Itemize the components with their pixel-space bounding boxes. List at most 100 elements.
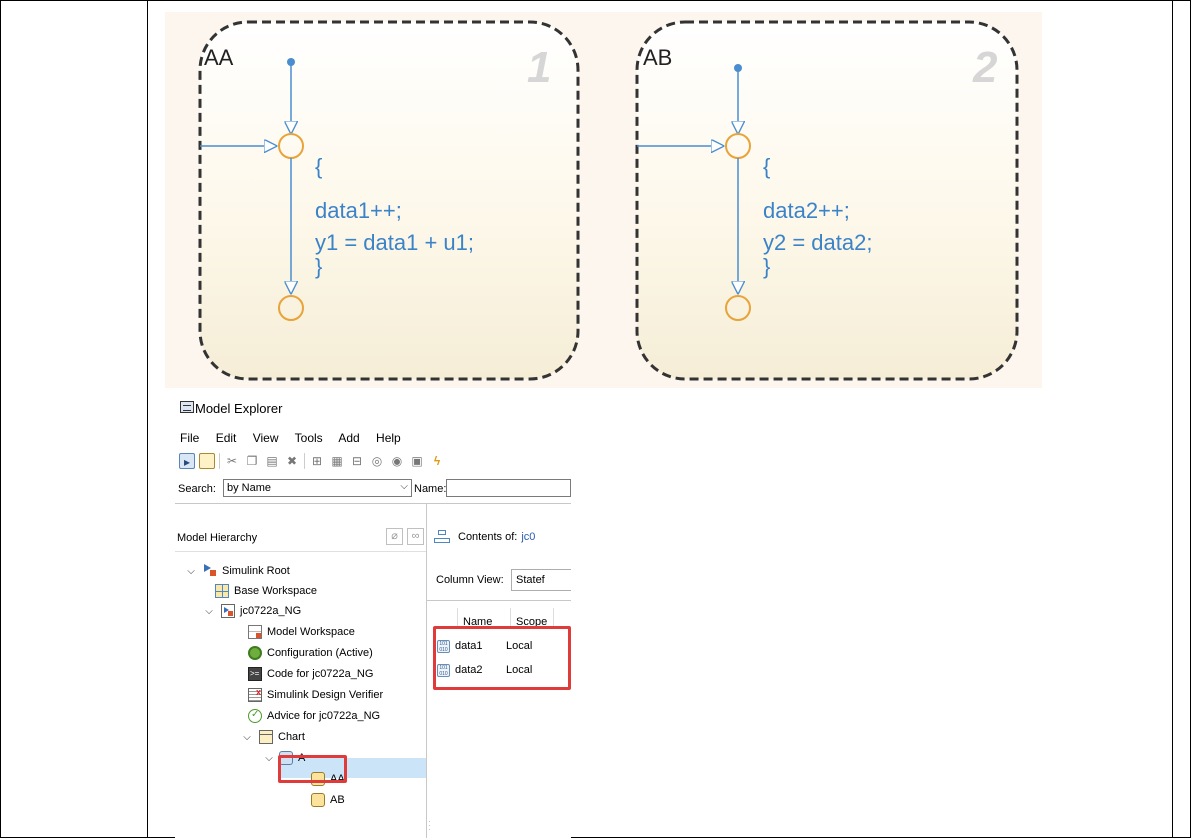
transition-action-aa-open: { bbox=[315, 154, 322, 179]
tree-item-configuration[interactable]: Configuration (Active) bbox=[248, 643, 373, 663]
configuration-gear-icon bbox=[248, 646, 262, 660]
column-divider bbox=[510, 608, 511, 628]
tree-item-label: AB bbox=[330, 794, 345, 806]
chevron-down-icon[interactable]: ⌵ bbox=[265, 752, 273, 764]
paste-icon[interactable]: ▤ bbox=[266, 454, 278, 468]
row-scope: Local bbox=[506, 640, 533, 652]
model-workspace-icon bbox=[248, 625, 262, 639]
tree-item-advice[interactable]: Advice for jc0722a_NG bbox=[248, 706, 380, 726]
highlight-box-state-a bbox=[278, 755, 347, 783]
tree-item-label: Chart bbox=[278, 731, 305, 743]
advice-check-icon bbox=[248, 709, 262, 723]
tree-item-label: Model Workspace bbox=[267, 626, 355, 638]
state-aa[interactable]: AA 1 { data1++; y1 = data1 + u1; } bbox=[198, 20, 580, 381]
tree-item-label: jc0722a_NG bbox=[240, 605, 302, 617]
column-header-scope[interactable]: Scope bbox=[516, 616, 548, 628]
model-explorer-window: Model Explorer File Edit View Tools Add … bbox=[175, 388, 571, 838]
model-explorer-icon bbox=[180, 401, 194, 413]
menu-view[interactable]: View bbox=[252, 431, 279, 445]
column-header-name[interactable]: Name bbox=[463, 616, 493, 628]
tree-item-model-workspace[interactable]: Model Workspace bbox=[248, 622, 355, 642]
delete-icon[interactable]: ✖ bbox=[286, 454, 298, 468]
model-hierarchy-heading: Model Hierarchy bbox=[177, 532, 258, 544]
link-icon[interactable]: ⌀ bbox=[386, 528, 403, 545]
highlight-box-data-rows bbox=[433, 626, 571, 690]
design-verifier-icon bbox=[248, 687, 262, 702]
tree-item-label: Simulink Root bbox=[222, 565, 290, 577]
simulink-root-icon bbox=[203, 564, 217, 578]
state-ab-name: AB bbox=[643, 45, 672, 70]
code-icon bbox=[248, 667, 262, 681]
chevron-down-icon[interactable]: ⌵ bbox=[243, 731, 251, 743]
row-name: data1 bbox=[455, 640, 483, 652]
lightning-icon[interactable]: ϟ bbox=[433, 454, 441, 468]
column-divider bbox=[457, 608, 458, 628]
copy-icon[interactable]: ❐ bbox=[246, 454, 258, 468]
transition-action-ab-open: { bbox=[763, 154, 770, 179]
column-divider bbox=[553, 608, 554, 628]
tree-item-base-workspace[interactable]: Base Workspace bbox=[203, 581, 317, 601]
junction-bottom-aa[interactable] bbox=[278, 295, 304, 321]
name-search-input[interactable] bbox=[446, 479, 571, 497]
menu-bar: File Edit View Tools Add Help bbox=[180, 431, 414, 445]
grid-icon[interactable]: ⊞ bbox=[311, 454, 323, 468]
search-bar: Search: by Name ⌵ Name: bbox=[175, 479, 571, 501]
tree-item-chart[interactable]: ⌵ Chart bbox=[241, 727, 305, 747]
state-icon bbox=[311, 793, 325, 807]
add-trigger-icon[interactable]: ◉ bbox=[391, 454, 403, 468]
chevron-down-icon[interactable]: ⌵ bbox=[205, 605, 213, 617]
tree-item-label: Code for jc0722a_NG bbox=[267, 668, 374, 680]
glasses-icon[interactable]: ∞ bbox=[407, 528, 424, 545]
window-title: Model Explorer bbox=[195, 401, 283, 416]
tree-item-design-verifier[interactable]: Simulink Design Verifier bbox=[248, 685, 383, 705]
splitter-grip-icon[interactable]: ··· bbox=[428, 817, 431, 834]
add-data-icon[interactable]: ▦ bbox=[331, 454, 343, 468]
add-message-icon[interactable]: ◎ bbox=[371, 454, 383, 468]
menu-help[interactable]: Help bbox=[376, 431, 401, 445]
stateflow-diagram: AA 1 { data1++; y1 = data1 + u1; } AB 2 … bbox=[165, 12, 1042, 388]
chart-icon bbox=[259, 730, 273, 744]
menu-add[interactable]: Add bbox=[338, 431, 360, 445]
junction-bottom-ab[interactable] bbox=[725, 295, 751, 321]
model-icon bbox=[221, 604, 235, 618]
search-by-select[interactable]: by Name ⌵ bbox=[223, 479, 412, 497]
state-aa-name: AA bbox=[204, 45, 234, 70]
divider bbox=[175, 503, 571, 504]
column-view-select[interactable]: Statef bbox=[511, 569, 571, 591]
chevron-down-icon: ⌵ bbox=[400, 481, 408, 492]
default-transition-dot bbox=[287, 58, 295, 66]
data-object-icon[interactable]: ▣ bbox=[411, 454, 423, 468]
open-folder-icon[interactable] bbox=[199, 453, 215, 469]
transition-action-aa-line1: data1++; bbox=[315, 198, 402, 223]
table-divider-left bbox=[147, 0, 148, 838]
base-workspace-icon bbox=[215, 584, 229, 598]
tree-item-simulink-root[interactable]: ⌵ Simulink Root bbox=[185, 561, 290, 581]
transition-action-ab-close: } bbox=[763, 254, 770, 279]
tree-item-label: A bbox=[298, 752, 306, 764]
table-divider-right bbox=[1172, 0, 1173, 838]
default-transition-dot bbox=[734, 64, 742, 72]
cut-icon[interactable]: ✂ bbox=[226, 454, 238, 468]
pane-splitter[interactable] bbox=[426, 504, 427, 838]
transition-action-aa-line2: y1 = data1 + u1; bbox=[315, 230, 474, 255]
new-model-icon[interactable]: ▸ bbox=[179, 453, 195, 469]
tree-item-label: Simulink Design Verifier bbox=[267, 689, 384, 701]
chevron-down-icon[interactable]: ⌵ bbox=[187, 565, 195, 577]
tree-item-label: Base Workspace bbox=[234, 585, 317, 597]
menu-tools[interactable]: Tools bbox=[294, 431, 323, 445]
tree-item-model[interactable]: ⌵ jc0722a_NG bbox=[203, 601, 301, 621]
state-ab-number: 2 bbox=[972, 43, 998, 92]
tree-item-state-ab[interactable]: AB bbox=[311, 790, 345, 810]
tree-item-code[interactable]: Code for jc0722a_NG bbox=[248, 664, 373, 684]
add-event-icon[interactable]: ⊟ bbox=[351, 454, 363, 468]
contents-path-link[interactable]: jc0 bbox=[521, 531, 536, 543]
state-ab[interactable]: AB 2 { data2++; y2 = data2; } bbox=[635, 20, 1019, 381]
toolbar: ▸ ✂ ❐ ▤ ✖ ⊞ ▦ ⊟ ◎ ◉ ▣ ϟ bbox=[179, 451, 445, 471]
menu-file[interactable]: File bbox=[180, 431, 200, 445]
menu-edit[interactable]: Edit bbox=[215, 431, 237, 445]
toolbar-separator bbox=[219, 453, 220, 469]
